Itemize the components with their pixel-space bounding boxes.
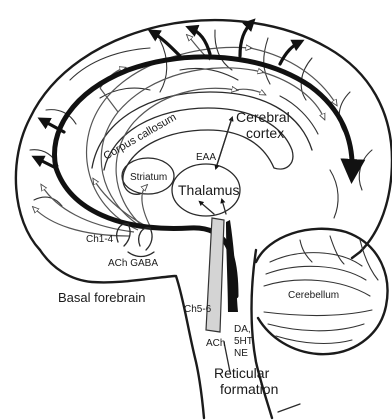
label-ach-gaba: ACh GABA — [108, 258, 158, 269]
label-eaa: EAA — [196, 152, 216, 163]
label-reticular: Reticular — [214, 365, 270, 381]
thalamus-arrow-left — [200, 202, 214, 214]
label-ach: ACh — [206, 338, 225, 349]
label-cerebellum: Cerebellum — [288, 290, 339, 301]
label-da: DA, — [234, 324, 251, 335]
label-formation: formation — [220, 381, 278, 397]
label-basal-forebrain: Basal forebrain — [58, 290, 145, 305]
label-5ht: 5HT, — [234, 336, 255, 347]
label-ne: NE — [234, 348, 248, 359]
label-cortex: cortex — [246, 125, 284, 141]
brainstem-outline — [176, 276, 204, 418]
reticular-leader-2 — [278, 404, 300, 412]
thalamus-upper-link — [216, 118, 232, 168]
basal-forebrain-projections — [34, 36, 336, 236]
label-cerebral: Cerebral — [236, 109, 290, 125]
reticular-projections — [36, 22, 352, 296]
label-thalamus: Thalamus — [178, 182, 239, 198]
label-ch56: Ch5-6 — [184, 304, 212, 315]
label-striatum: Striatum — [130, 172, 167, 183]
label-ch14: Ch1-4 — [86, 234, 114, 245]
